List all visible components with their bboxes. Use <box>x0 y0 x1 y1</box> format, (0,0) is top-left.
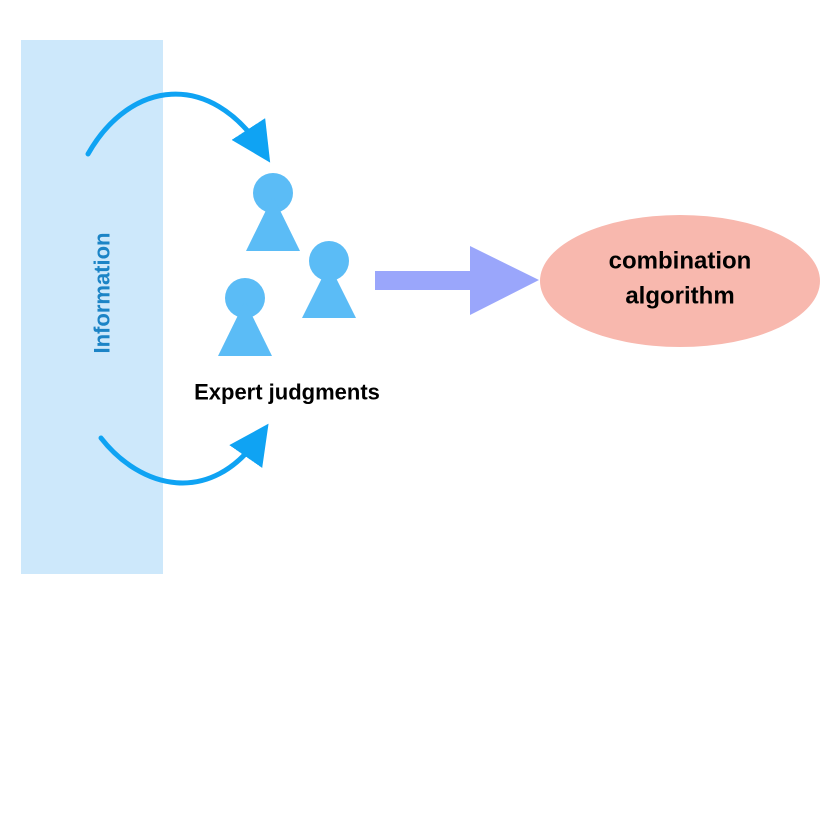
expert-person-icon <box>218 278 272 356</box>
main-arrow <box>375 246 539 315</box>
information-panel: Information <box>21 40 163 574</box>
expert-judgments-label: Expert judgments <box>194 380 380 405</box>
algorithm-ellipse <box>540 215 820 347</box>
expert-figures <box>218 173 356 356</box>
expert-person-icon <box>246 173 300 251</box>
combination-algorithm-node: combination algorithm <box>540 215 820 347</box>
information-label: Information <box>90 233 115 354</box>
algorithm-label-line2: algorithm <box>625 283 734 310</box>
algorithm-label-line1: combination <box>609 248 752 275</box>
information-panel-background <box>21 40 163 574</box>
expert-person-icon <box>302 241 356 318</box>
upper-curved-arrow <box>85 91 271 163</box>
lower-curved-arrow <box>98 423 269 486</box>
